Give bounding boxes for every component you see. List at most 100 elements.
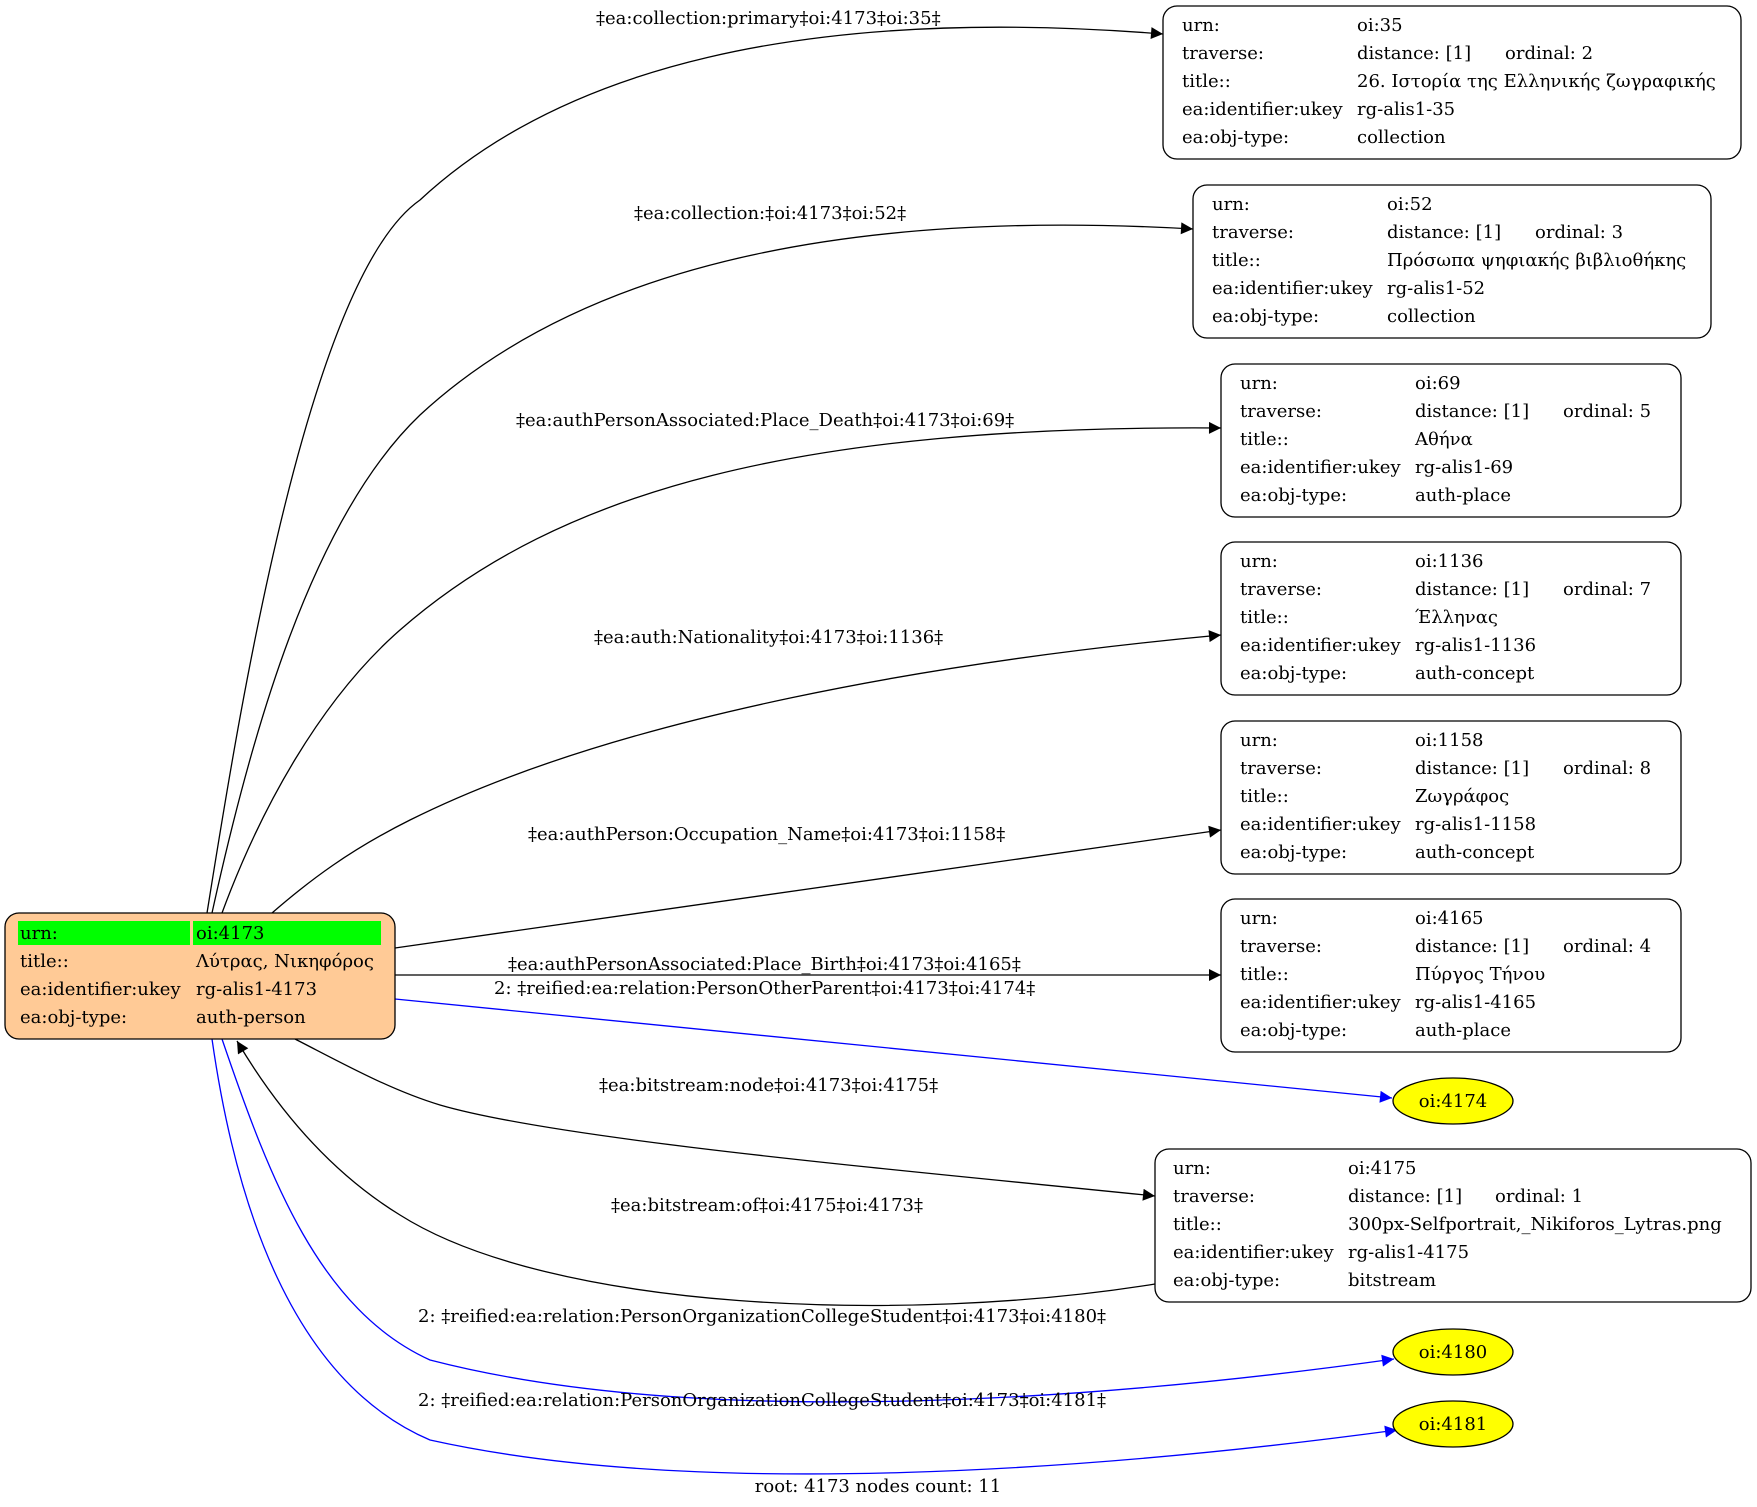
- node-ukey-key: ea:identifier:ukey: [1182, 99, 1343, 120]
- edge-label-occupation: ‡ea:authPerson:Occupation_Name‡oi:4173‡o…: [528, 824, 1005, 845]
- node-oi-1158[interactable]: urn: oi:1158 traverse: distance: [1] ord…: [1220, 720, 1682, 875]
- root-ukey-key: ea:identifier:ukey: [20, 979, 181, 1000]
- edge-to-oi-4174: [394, 998, 1393, 1103]
- node-type-value: collection: [1357, 127, 1446, 148]
- node-title-value: Πύργος Τήνου: [1415, 964, 1545, 985]
- edge-label-college-student-4181: 2: ‡reified:ea:relation:PersonOrganizati…: [418, 1390, 1106, 1411]
- node-ordinal-value: ordinal: 4: [1563, 936, 1651, 957]
- node-type-key: ea:obj-type:: [1173, 1270, 1280, 1291]
- root-node[interactable]: urn: oi:4173 title:: Λύτρας, Νικηφόρος e…: [4, 912, 396, 1040]
- node-oi-69[interactable]: urn: oi:69 traverse: distance: [1] ordin…: [1220, 363, 1682, 518]
- edge-to-oi-4181: [211, 1038, 1398, 1475]
- node-type-value: collection: [1387, 306, 1476, 327]
- node-ukey-value: rg-alis1-4165: [1415, 992, 1536, 1013]
- node-distance-value: distance: [1]: [1415, 401, 1529, 422]
- node-box: [1220, 363, 1682, 518]
- node-type-value: bitstream: [1348, 1270, 1436, 1291]
- edge-label-bitstream-node: ‡ea:bitstream:node‡oi:4173‡oi:4175‡: [599, 1075, 938, 1096]
- edge-label-nationality: ‡ea:auth:Nationality‡oi:4173‡oi:1136‡: [594, 627, 943, 648]
- node-ordinal-value: ordinal: 7: [1563, 579, 1651, 600]
- root-urn-value: oi:4173: [196, 923, 264, 944]
- node-title-key: title::: [1240, 964, 1289, 985]
- root-title-value: Λύτρας, Νικηφόρος: [195, 951, 374, 972]
- edge-label-place-death: ‡ea:authPersonAssociated:Place_Death‡oi:…: [516, 410, 1014, 431]
- node-urn-key: urn:: [1240, 908, 1278, 929]
- node-ukey-key: ea:identifier:ukey: [1240, 635, 1401, 656]
- node-ukey-value: rg-alis1-1158: [1415, 814, 1536, 835]
- node-urn-value: oi:1136: [1415, 551, 1483, 572]
- oval-node-oi-4180[interactable]: oi:4180: [1392, 1328, 1514, 1376]
- node-type-key: ea:obj-type:: [1240, 663, 1347, 684]
- node-urn-key: urn:: [1173, 1158, 1211, 1179]
- node-type-value: auth-concept: [1415, 663, 1535, 684]
- oval-node-oi-4181[interactable]: oi:4181: [1392, 1400, 1514, 1448]
- edge-label-college-student-4180: 2: ‡reified:ea:relation:PersonOrganizati…: [418, 1306, 1106, 1327]
- oval-label: oi:4180: [1419, 1342, 1487, 1363]
- node-title-value: Ζωγράφος: [1415, 786, 1509, 807]
- node-type-value: auth-concept: [1415, 842, 1535, 863]
- node-type-value: auth-place: [1415, 485, 1511, 506]
- node-urn-key: urn:: [1240, 730, 1278, 751]
- node-ukey-key: ea:identifier:ukey: [1212, 278, 1373, 299]
- node-type-key: ea:obj-type:: [1240, 842, 1347, 863]
- node-ukey-key: ea:identifier:ukey: [1240, 457, 1401, 478]
- node-ukey-value: rg-alis1-4175: [1348, 1242, 1469, 1263]
- edges: ‡ea:collection:primary‡oi:4173‡oi:35‡ ‡e…: [206, 8, 1398, 1475]
- node-box: [1220, 541, 1682, 696]
- edge-to-oi-4175: [294, 1038, 1156, 1201]
- root-urn-key: urn:: [20, 923, 58, 944]
- edge-from-oi-4175: [236, 1040, 1156, 1307]
- node-ukey-value: rg-alis1-35: [1357, 99, 1455, 120]
- node-distance-value: distance: [1]: [1357, 43, 1471, 64]
- root-type-key: ea:obj-type:: [20, 1007, 127, 1028]
- node-urn-value: oi:4165: [1415, 908, 1483, 929]
- node-ukey-value: rg-alis1-52: [1387, 278, 1485, 299]
- node-ordinal-value: ordinal: 3: [1535, 222, 1623, 243]
- oval-label: oi:4181: [1419, 1414, 1487, 1435]
- node-title-key: title::: [1240, 786, 1289, 807]
- node-type-key: ea:obj-type:: [1182, 127, 1289, 148]
- node-oi-52[interactable]: urn: oi:52 traverse: distance: [1] ordin…: [1192, 184, 1712, 339]
- node-traverse-key: traverse:: [1240, 758, 1322, 779]
- node-urn-value: oi:69: [1415, 373, 1461, 394]
- node-distance-value: distance: [1]: [1348, 1186, 1462, 1207]
- edge-to-oi-69: [221, 421, 1222, 914]
- node-title-key: title::: [1173, 1214, 1222, 1235]
- node-urn-value: oi:35: [1357, 15, 1403, 36]
- node-distance-value: distance: [1]: [1415, 579, 1529, 600]
- node-ukey-value: rg-alis1-1136: [1415, 635, 1536, 656]
- node-urn-key: urn:: [1240, 373, 1278, 394]
- node-ukey-key: ea:identifier:ukey: [1240, 814, 1401, 835]
- node-oi-1136[interactable]: urn: oi:1136 traverse: distance: [1] ord…: [1220, 541, 1682, 696]
- node-type-key: ea:obj-type:: [1240, 1020, 1347, 1041]
- node-traverse-key: traverse:: [1182, 43, 1264, 64]
- edge-label-other-parent: 2: ‡reified:ea:relation:PersonOtherParen…: [494, 978, 1035, 999]
- node-traverse-key: traverse:: [1240, 936, 1322, 957]
- node-ukey-key: ea:identifier:ukey: [1240, 992, 1401, 1013]
- node-distance-value: distance: [1]: [1387, 222, 1501, 243]
- edge-label-collection: ‡ea:collection:‡oi:4173‡oi:52‡: [634, 203, 906, 224]
- edge-label-place-birth: ‡ea:authPersonAssociated:Place_Birth‡oi:…: [508, 954, 1021, 975]
- node-oi-4165[interactable]: urn: oi:4165 traverse: distance: [1] ord…: [1220, 898, 1682, 1053]
- node-title-value: 300px-Selfportrait,_Nikiforos_Lytras.png: [1348, 1214, 1722, 1235]
- node-type-value: auth-place: [1415, 1020, 1511, 1041]
- node-oi-35[interactable]: urn: oi:35 traverse: distance: [1] ordin…: [1162, 5, 1742, 160]
- node-box: [1162, 5, 1742, 160]
- edge-to-oi-4180: [221, 1038, 1395, 1403]
- node-urn-value: oi:1158: [1415, 730, 1483, 751]
- node-title-value: Πρόσωπα ψηφιακής βιβλιοθήκης: [1387, 250, 1686, 271]
- node-title-key: title::: [1182, 71, 1231, 92]
- node-ukey-key: ea:identifier:ukey: [1173, 1242, 1334, 1263]
- node-ordinal-value: ordinal: 2: [1505, 43, 1593, 64]
- edge-to-oi-1158: [394, 825, 1222, 949]
- oval-label: oi:4174: [1419, 1091, 1487, 1112]
- node-oi-4175[interactable]: urn: oi:4175 traverse: distance: [1] ord…: [1154, 1148, 1752, 1303]
- node-ordinal-value: ordinal: 8: [1563, 758, 1651, 779]
- edge-to-oi-35: [206, 26, 1164, 914]
- root-type-value: auth-person: [196, 1007, 306, 1028]
- oval-node-oi-4174[interactable]: oi:4174: [1392, 1077, 1514, 1125]
- oval-shape: [1392, 1077, 1514, 1125]
- node-ordinal-value: ordinal: 1: [1495, 1186, 1583, 1207]
- oval-shape: [1392, 1400, 1514, 1448]
